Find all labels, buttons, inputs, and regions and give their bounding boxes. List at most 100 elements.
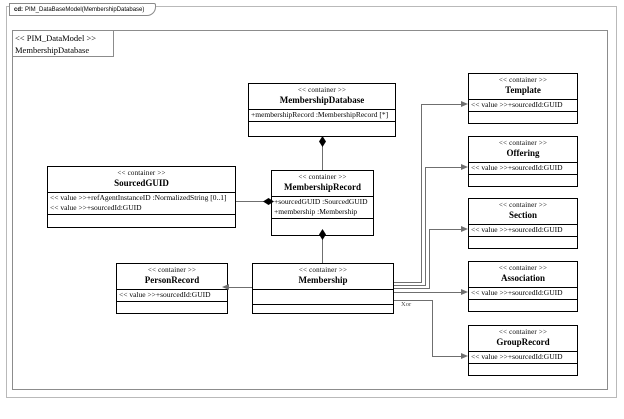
class-header-template: << container >> Template xyxy=(469,74,577,100)
class-attribute: << value >>+sourcedId:GUID xyxy=(471,163,563,172)
class-attribute: << value >>+sourcedId:GUID xyxy=(50,203,142,212)
class-operations-template xyxy=(469,112,577,125)
class-stereotype: << container >> xyxy=(498,139,548,147)
connector-membership-offering-v xyxy=(425,167,426,286)
package-frame-label: << PIM_DataModel >> MembershipDatabase xyxy=(12,30,114,57)
class-attributes-sourcedguid: << value >>+refAgentInstanceID :Normaliz… xyxy=(48,193,235,215)
class-attributes-membershipdatabase: +membershipRecord :MembershipRecord [*] xyxy=(249,110,395,122)
class-name: Offering xyxy=(506,148,540,158)
class-name: Membership xyxy=(298,275,348,285)
class-header-association: << container >> Association xyxy=(469,262,577,288)
connector-membership-template-h2 xyxy=(421,104,463,105)
package-name: MembershipDatabase xyxy=(15,45,90,55)
connector-membership-template-v xyxy=(421,104,422,283)
class-attribute: +membershipRecord :MembershipRecord [*] xyxy=(251,110,389,119)
class-stereotype: << container >> xyxy=(498,76,548,84)
class-attribute: << value >>+refAgentInstanceID :Normaliz… xyxy=(50,193,227,202)
class-operations-grouprecord xyxy=(469,364,577,377)
class-operations-personrecord xyxy=(117,302,227,315)
class-operations-association xyxy=(469,300,577,313)
diagram-tab-title: PIM_DataBaseModel(MembershipDatabase) xyxy=(25,6,145,13)
class-stereotype: << container >> xyxy=(298,173,347,181)
class-attributes-template: << value >>+sourcedId:GUID xyxy=(469,100,577,112)
arrowhead-association xyxy=(461,289,468,295)
arrowhead-template xyxy=(461,101,468,107)
class-name: MembershipDatabase xyxy=(279,95,365,105)
class-name: MembershipRecord xyxy=(284,182,361,192)
class-name: SourcedGUID xyxy=(114,178,169,188)
class-attributes-association: << value >>+sourcedId:GUID xyxy=(469,288,577,300)
connector-membership-association-h xyxy=(394,292,463,293)
arrowhead-grouprecord xyxy=(461,353,468,359)
connector-membership-to-personrecord xyxy=(228,287,252,288)
connector-membership-section-v xyxy=(429,229,430,289)
class-name: GroupRecord xyxy=(496,337,550,347)
composition-diamond-record-sourcedguid xyxy=(263,198,274,205)
class-stereotype: << container >> xyxy=(297,86,347,94)
class-name: Section xyxy=(509,210,537,220)
class-attributes-membership xyxy=(253,290,393,305)
class-stereotype: << container >> xyxy=(498,264,548,272)
class-operations-section xyxy=(469,237,577,250)
diagram-tab-kind: cd: xyxy=(14,6,23,13)
class-stereotype: << container >> xyxy=(147,266,197,274)
class-attribute: << value >>+sourcedId:GUID xyxy=(471,100,563,109)
xor-constraint-label: Xor xyxy=(401,301,412,308)
class-header-membershiprecord: << container >> MembershipRecord xyxy=(272,171,373,197)
class-box-membershipdatabase[interactable]: << container >> MembershipDatabase +memb… xyxy=(248,83,396,137)
class-attributes-grouprecord: << value >>+sourcedId:GUID xyxy=(469,352,577,364)
class-header-offering: << container >> Offering xyxy=(469,137,577,163)
connector-membership-grouprecord-h1 xyxy=(394,300,433,301)
arrowhead-section xyxy=(461,226,468,232)
connector-db-to-record xyxy=(322,143,323,170)
diagram-tab[interactable]: cd: PIM_DataBaseModel(MembershipDatabase… xyxy=(9,3,157,16)
connector-membership-grouprecord-v xyxy=(432,300,433,357)
class-attributes-section: << value >>+sourcedId:GUID xyxy=(469,225,577,237)
class-header-grouprecord: << container >> GroupRecord xyxy=(469,326,577,352)
composition-diamond-record-membership xyxy=(319,229,326,240)
class-box-sourcedguid[interactable]: << container >> SourcedGUID << value >>+… xyxy=(47,166,236,228)
class-name: Template xyxy=(505,85,541,95)
class-box-template[interactable]: << container >> Template << value >>+sou… xyxy=(468,73,578,124)
class-box-association[interactable]: << container >> Association << value >>+… xyxy=(468,261,578,312)
class-header-sourcedguid: << container >> SourcedGUID xyxy=(48,167,235,193)
connector-record-to-membership xyxy=(322,236,323,263)
connector-membership-offering-h2 xyxy=(425,167,463,168)
connector-membership-grouprecord-h2 xyxy=(432,356,463,357)
class-box-grouprecord[interactable]: << container >> GroupRecord << value >>+… xyxy=(468,325,578,376)
class-name: PersonRecord xyxy=(144,275,200,285)
package-stereotype: << PIM_DataModel >> xyxy=(15,33,97,43)
class-header-section: << container >> Section xyxy=(469,199,577,225)
class-header-membershipdatabase: << container >> MembershipDatabase xyxy=(249,84,395,110)
class-attribute: << value >>+sourcedId:GUID xyxy=(471,288,563,297)
class-name: Association xyxy=(500,273,545,283)
class-operations-membershipdatabase xyxy=(249,122,395,135)
class-attribute: << value >>+sourcedId:GUID xyxy=(119,290,211,299)
class-operations-offering xyxy=(469,175,577,188)
connector-sourcedguid-to-record xyxy=(236,201,272,202)
connector-membership-offering-h1 xyxy=(394,285,426,286)
class-box-section[interactable]: << container >> Section << value >>+sour… xyxy=(468,198,578,249)
class-attribute: +sourcedGUID :SourcedGUID xyxy=(274,197,368,206)
class-stereotype: << container >> xyxy=(298,266,348,274)
class-operations-sourcedguid xyxy=(48,215,235,228)
composition-diamond-db-record xyxy=(319,136,326,147)
class-box-membership[interactable]: << container >> Membership xyxy=(252,263,394,314)
class-stereotype: << container >> xyxy=(498,328,548,336)
arrowhead-personrecord xyxy=(222,284,229,290)
class-box-personrecord[interactable]: << container >> PersonRecord << value >>… xyxy=(116,263,228,314)
class-header-membership: << container >> Membership xyxy=(253,264,393,290)
class-operations-membership xyxy=(253,305,393,318)
class-attributes-membershiprecord: +sourcedGUID :SourcedGUID +membership :M… xyxy=(272,197,373,219)
class-stereotype: << container >> xyxy=(117,169,166,177)
class-stereotype: << container >> xyxy=(498,201,548,209)
class-header-personrecord: << container >> PersonRecord xyxy=(117,264,227,290)
class-attributes-offering: << value >>+sourcedId:GUID xyxy=(469,163,577,175)
class-box-offering[interactable]: << container >> Offering << value >>+sou… xyxy=(468,136,578,187)
class-attribute: << value >>+sourcedId:GUID xyxy=(471,352,563,361)
arrowhead-offering xyxy=(461,164,468,170)
connector-membership-section-h1 xyxy=(394,288,430,289)
class-attribute: +membership :Membership xyxy=(274,207,358,216)
class-box-membershiprecord[interactable]: << container >> MembershipRecord +source… xyxy=(271,170,374,236)
